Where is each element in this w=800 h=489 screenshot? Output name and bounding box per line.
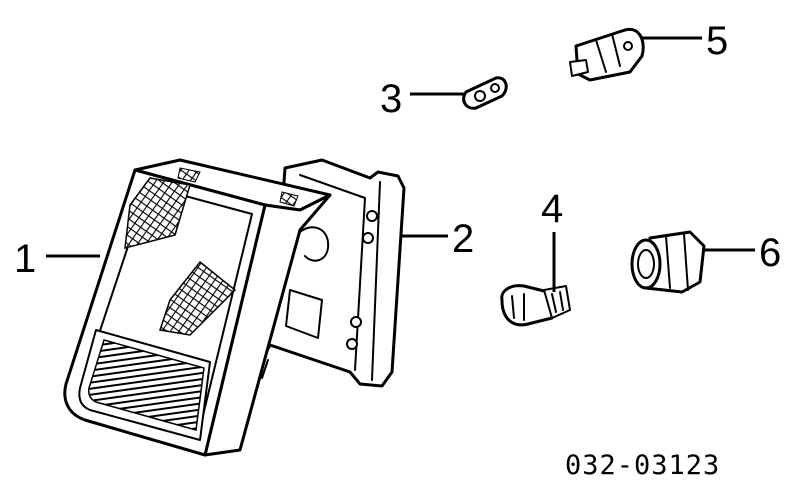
callout-4: 4 <box>541 187 563 231</box>
diagram-part-number: 032-03123 <box>565 450 720 481</box>
part-3-clip <box>462 76 508 110</box>
part-6-socket <box>630 230 706 294</box>
callout-3: 3 <box>380 77 402 121</box>
part-5-socket-connector <box>569 27 645 82</box>
callout-1: 1 <box>14 237 36 281</box>
part-1-lens-assembly <box>63 158 332 457</box>
callout-5: 5 <box>706 19 728 63</box>
callout-2: 2 <box>452 217 474 261</box>
callout-6: 6 <box>759 231 781 275</box>
leader-lines <box>46 36 755 292</box>
part-4-bulb <box>500 284 571 327</box>
